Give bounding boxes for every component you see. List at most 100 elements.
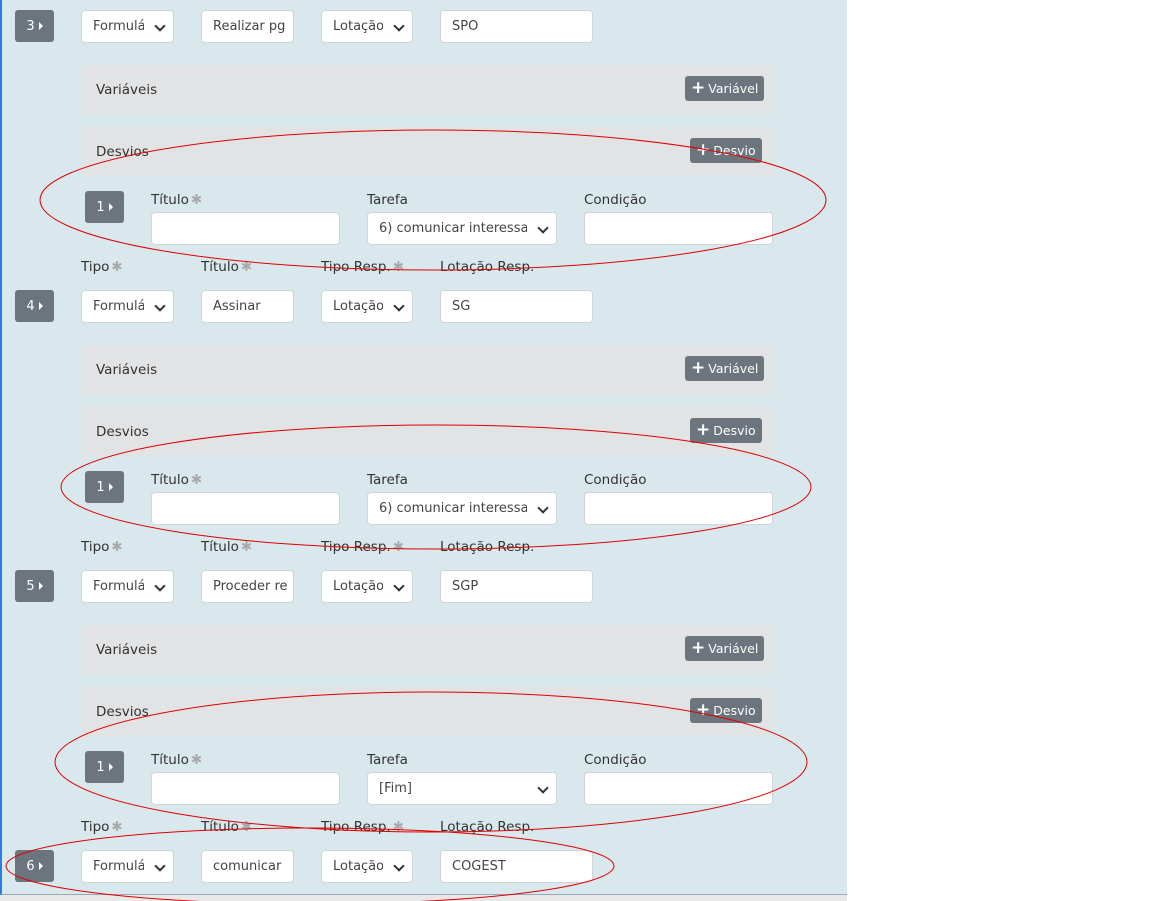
desvios-title: Desvios (96, 423, 149, 440)
lotacao-resp-label-text: Lotação Resp. (440, 819, 535, 835)
tipo-label-text: Tipo (81, 819, 110, 835)
titulo-input-value: comunicar (213, 859, 282, 874)
lotacao-resp-label-text: Lotação Resp. (440, 539, 535, 555)
add-variavel-label: Variável (708, 361, 759, 376)
titulo-input[interactable]: comunicar (201, 850, 294, 883)
tipo-resp-select-value: Lotação (333, 579, 383, 594)
required-icon: ✱ (392, 539, 404, 555)
lotacao-resp-input-value: SG (452, 299, 471, 314)
desvio-titulo-input[interactable] (151, 772, 340, 805)
variaveis-section: Variáveis (82, 625, 773, 674)
desvio-condicao-label-text: Condição (584, 472, 647, 488)
titulo-input[interactable]: Proceder re (201, 570, 294, 603)
desvio-condicao-input[interactable] (584, 772, 773, 805)
desvio-number-toggle[interactable]: 1 (85, 471, 124, 503)
desvio-tarefa-label-text: Tarefa (367, 752, 408, 768)
tipo-select[interactable]: Formulário (81, 570, 174, 603)
variaveis-title: Variáveis (96, 641, 158, 658)
tipo-select-value: Formulário (93, 19, 144, 34)
required-icon: ✱ (240, 539, 253, 555)
add-variavel-button[interactable]: +Variável (685, 76, 765, 101)
titulo-label-text: Título (201, 819, 239, 835)
desvio-titulo-label-text: Título (151, 752, 189, 768)
add-variavel-button[interactable]: +Variável (685, 636, 765, 661)
tipo-resp-select-value: Lotação (333, 299, 383, 314)
required-icon: ✱ (190, 472, 203, 488)
task-number-toggle[interactable]: 4 (15, 290, 54, 322)
tipo-resp-select[interactable]: Lotação (321, 850, 413, 883)
task-number-toggle[interactable]: 3 (15, 10, 54, 42)
add-desvio-label: Desvio (713, 423, 756, 438)
tipo-resp-select-value: Lotação (333, 19, 383, 34)
plus-icon: + (696, 420, 711, 440)
desvio-tarefa-select[interactable]: 6) comunicar interessado (367, 492, 557, 525)
required-icon: ✱ (111, 819, 123, 835)
tipo-select[interactable]: Formulário (81, 10, 174, 43)
required-icon: ✱ (111, 539, 123, 555)
required-icon: ✱ (190, 752, 203, 768)
required-icon: ✱ (240, 819, 253, 835)
titulo-input-value: Realizar pg (213, 19, 286, 34)
tipo-label: Tipo✱ (81, 819, 123, 835)
plus-icon: + (696, 700, 711, 720)
lotacao-resp-input[interactable]: SPO (440, 10, 593, 43)
add-desvio-button[interactable]: +Desvio (690, 698, 762, 723)
titulo-input[interactable]: Assinar (201, 290, 294, 323)
task-number-toggle[interactable]: 5 (15, 570, 54, 602)
desvio-tarefa-select-value: [Fim] (379, 781, 412, 796)
desvio-titulo-label-text: Título (151, 472, 189, 488)
titulo-input[interactable]: Realizar pg (201, 10, 294, 43)
desvio-titulo-label: Título✱ (151, 752, 202, 768)
lotacao-resp-input-value: COGEST (452, 859, 506, 874)
tipo-label: Tipo✱ (81, 539, 123, 555)
add-desvio-label: Desvio (713, 703, 756, 718)
lotacao-resp-input[interactable]: SGP (440, 570, 593, 603)
titulo-label: Título✱ (201, 539, 252, 555)
tipo-select[interactable]: Formulário (81, 290, 174, 323)
task-number-toggle[interactable]: 6 (15, 850, 54, 882)
tipo-resp-select[interactable]: Lotação (321, 290, 413, 323)
desvios-section: Desvios (82, 407, 773, 456)
tipo-label-text: Tipo (81, 539, 110, 555)
tipo-resp-label: Tipo Resp.✱ (321, 539, 404, 555)
add-variavel-label: Variável (708, 641, 759, 656)
tipo-resp-select-value: Lotação (333, 859, 383, 874)
tipo-resp-label: Tipo Resp.✱ (321, 819, 404, 835)
desvio-titulo-input[interactable] (151, 492, 340, 525)
variaveis-section: Variáveis (82, 345, 773, 394)
desvios-title: Desvios (96, 703, 149, 720)
desvio-tarefa-label-text: Tarefa (367, 472, 408, 488)
tipo-select[interactable]: Formulário (81, 850, 174, 883)
tipo-resp-select[interactable]: Lotação (321, 570, 413, 603)
desvio-tarefa-select-value: 6) comunicar interessado (379, 501, 527, 516)
required-icon: ✱ (392, 819, 404, 835)
add-variavel-label: Variável (708, 81, 759, 96)
tipo-select-value: Formulário (93, 299, 144, 314)
add-variavel-button[interactable]: +Variável (685, 356, 765, 381)
plus-icon: + (691, 638, 706, 658)
tipo-resp-select[interactable]: Lotação (321, 10, 413, 43)
tipo-select-value: Formulário (93, 859, 144, 874)
titulo-input-value: Proceder re (213, 579, 288, 594)
titulo-input-value: Assinar (213, 299, 261, 314)
lotacao-resp-label: Lotação Resp. (440, 819, 534, 835)
add-desvio-button[interactable]: +Desvio (690, 418, 762, 443)
horizontal-scrollbar[interactable] (0, 895, 847, 901)
lotacao-resp-input[interactable]: SG (440, 290, 593, 323)
tipo-select-value: Formulário (93, 579, 144, 594)
desvio-condicao-label-text: Condição (584, 752, 647, 768)
tipo-resp-label-text: Tipo Resp. (321, 539, 391, 555)
titulo-label-text: Título (201, 539, 239, 555)
desvio-condicao-label: Condição (584, 472, 647, 488)
desvio-number-toggle[interactable]: 1 (85, 751, 124, 783)
lotacao-resp-input-value: SGP (452, 579, 479, 594)
desvio-condicao-label: Condição (584, 752, 647, 768)
tipo-resp-label-text: Tipo Resp. (321, 819, 391, 835)
lotacao-resp-input[interactable]: COGEST (440, 850, 593, 883)
desvio-condicao-input[interactable] (584, 492, 773, 525)
desvio-tarefa-label: Tarefa (367, 472, 408, 488)
lotacao-resp-label: Lotação Resp. (440, 539, 534, 555)
plus-icon: + (691, 358, 706, 378)
desvio-tarefa-select[interactable]: [Fim] (367, 772, 557, 805)
